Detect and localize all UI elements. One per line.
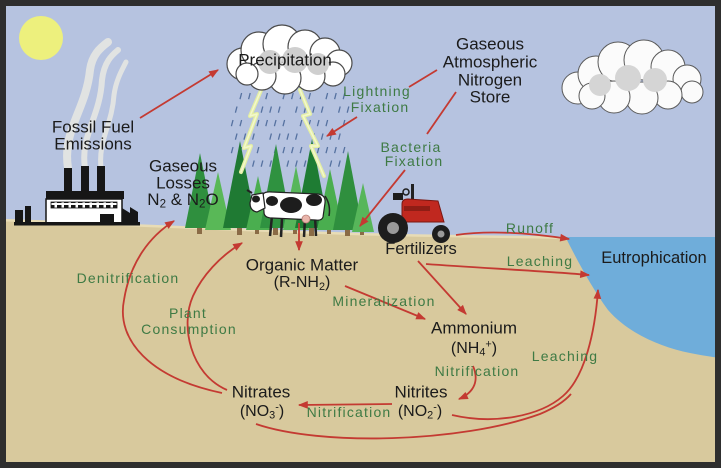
arrow-mineralization (344, 285, 427, 320)
label-gaseous-losses-formula: N2 & N2O (147, 189, 219, 211)
arrow-fossil-to-precipitation (139, 69, 219, 119)
label-nitrates-formula: (NO3-) (239, 401, 285, 422)
label-plant-consumption-line2: Consumption (141, 321, 237, 337)
factory-icon (14, 166, 140, 226)
label-organic-matter-formula: (R-NH2) (273, 274, 331, 293)
arrow-plant-consumption (186, 242, 243, 391)
arrow-bacteria-fixation-to-soil (359, 169, 406, 227)
label-nitrites: Nitrites (394, 382, 448, 402)
line-store-to-lightning-fixation (408, 69, 438, 88)
label-nitrates: Nitrates (231, 382, 291, 402)
arrow-denitrification (121, 220, 223, 394)
ground (0, 220, 721, 468)
tractor-icon (378, 184, 450, 243)
arrow-nitrification-ammonium-to-nitrites (457, 365, 477, 400)
label-nitrites-formula: (NO2-) (397, 401, 443, 422)
label-organic-matter: Organic Matter (245, 255, 359, 275)
arrow-leaching-nitrites-to-lake (451, 288, 602, 421)
label-atm-store-line3: Nitrogen (457, 70, 523, 90)
label-nitrification-upper: Nitrification (434, 363, 520, 379)
label-atm-store-line2: Atmospheric (442, 52, 538, 72)
label-plant-consumption-line1: Plant (169, 305, 207, 321)
label-bacteria-fixation-line1: Bacteria (380, 139, 442, 155)
label-bacteria-fixation-line2: Fixation (384, 153, 444, 169)
curve-leaching-nitrates-to-lake (255, 393, 572, 440)
label-gaseous-losses-line1: Gaseous (148, 156, 218, 176)
label-precipitation: Precipitation (238, 50, 332, 70)
label-mineralization: Mineralization (332, 293, 436, 309)
label-leaching-upper: Leaching (506, 253, 574, 269)
label-atm-store-line4: Store (469, 87, 511, 107)
smoke (63, 38, 129, 172)
label-lightning-fixation-line2: Fixation (350, 99, 410, 115)
cow-icon (246, 189, 331, 238)
label-runoff: Runoff (505, 220, 555, 236)
lightning-icon (239, 86, 326, 178)
label-gaseous-losses-line2: Losses (156, 173, 210, 193)
label-eutrophication: Eutrophication (601, 248, 707, 267)
rain-cloud-icon (226, 24, 353, 95)
arrow-nitrification-nitrites-to-nitrates (297, 401, 393, 409)
label-fossil-fuel-line1: Fossil Fuel (51, 117, 135, 137)
label-atm-store-line1: Gaseous (455, 34, 525, 54)
label-nitrification-lower: Nitrification (306, 404, 392, 420)
label-lightning-fixation-line1: Lightning (343, 83, 411, 99)
line-store-to-bacteria-fixation (426, 91, 457, 135)
arrow-fertilizers-to-ammonium (417, 260, 467, 315)
arrow-runoff (455, 231, 571, 242)
label-leaching-lower: Leaching (531, 348, 599, 364)
arrow-lightning-fixation-to-bolt (326, 116, 358, 137)
arrow-leaching-upper (425, 263, 591, 279)
label-fertilizers: Fertilizers (385, 239, 457, 258)
label-ammonium: Ammonium (431, 318, 517, 338)
cumulus-cloud-icon (561, 39, 704, 115)
label-fossil-fuel-line2: Emissions (54, 134, 132, 154)
label-ammonium-formula: (NH4+) (450, 338, 498, 359)
sun-icon (19, 16, 63, 60)
label-denitrification: Denitrification (76, 270, 180, 286)
